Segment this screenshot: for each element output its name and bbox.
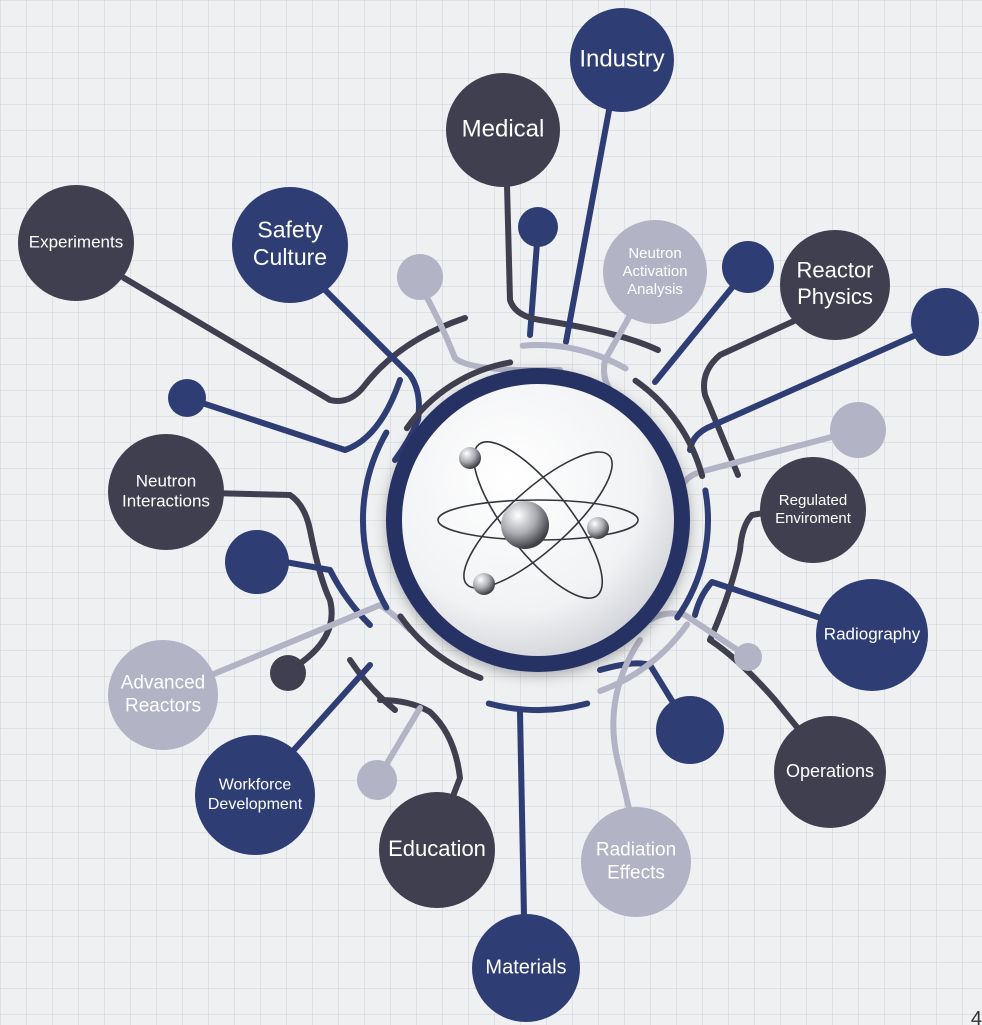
node-circle bbox=[603, 220, 707, 324]
node-label: Industry bbox=[579, 45, 664, 72]
node-radiography: Radiography bbox=[816, 579, 928, 691]
node-label: Radiography bbox=[824, 624, 921, 643]
node-operations: Operations bbox=[774, 716, 886, 828]
terminal-dots bbox=[168, 207, 979, 800]
connector-dot bbox=[830, 402, 886, 458]
node-label: Enviroment bbox=[775, 510, 852, 527]
node-materials: Materials bbox=[472, 914, 580, 1022]
connector-dot bbox=[168, 379, 206, 417]
connector-dot bbox=[270, 655, 306, 691]
node-label: Neutron bbox=[628, 245, 681, 262]
connector-dot bbox=[397, 254, 443, 300]
page-number: 4 bbox=[970, 1008, 982, 1025]
node-label: Experiments bbox=[29, 232, 123, 251]
node-circle bbox=[472, 914, 580, 1022]
node-education: Education bbox=[379, 792, 495, 908]
node-label: Radiation bbox=[596, 840, 676, 861]
node-label: Advanced bbox=[121, 673, 206, 694]
connector-dot bbox=[722, 241, 774, 293]
node-label: Regulated bbox=[779, 492, 847, 509]
connector-dot bbox=[911, 288, 979, 356]
connector-dot bbox=[656, 696, 724, 764]
atom-particles bbox=[459, 447, 609, 595]
connector-dot bbox=[518, 207, 558, 247]
node-industry: Industry bbox=[570, 8, 674, 112]
node-circle bbox=[816, 579, 928, 691]
node-circle bbox=[108, 640, 218, 750]
node-experiments: Experiments bbox=[18, 185, 134, 301]
node-label: Materials bbox=[485, 956, 566, 978]
node-circle bbox=[780, 230, 890, 340]
node-label: Workforce bbox=[219, 777, 292, 794]
node-label: Culture bbox=[253, 244, 327, 270]
node-circle bbox=[774, 716, 886, 828]
node-label: Physics bbox=[797, 284, 873, 309]
node-circle bbox=[232, 187, 348, 303]
node-circle bbox=[195, 735, 315, 855]
node-label: Operations bbox=[786, 761, 874, 781]
node-label: Activation bbox=[622, 263, 687, 280]
node-label: Neutron bbox=[136, 471, 196, 490]
node-circle bbox=[760, 457, 866, 563]
node-label: Safety bbox=[257, 216, 323, 242]
node-circle bbox=[108, 434, 224, 550]
node-circle bbox=[446, 73, 560, 187]
node-label: Medical bbox=[462, 115, 545, 142]
node-label: Interactions bbox=[122, 492, 210, 511]
node-circle bbox=[570, 8, 674, 112]
node-label: Effects bbox=[607, 862, 665, 883]
inner-arcs bbox=[360, 342, 711, 713]
connector-dot bbox=[357, 760, 397, 800]
node-circle bbox=[18, 185, 134, 301]
node-label: Education bbox=[388, 836, 486, 861]
connector-dot bbox=[734, 643, 762, 671]
node-circle bbox=[581, 807, 691, 917]
node-circle bbox=[379, 792, 495, 908]
node-label: Reactors bbox=[125, 695, 201, 716]
node-medical: Medical bbox=[446, 73, 560, 187]
node-label: Development bbox=[208, 796, 303, 813]
node-label: Reactor bbox=[796, 258, 873, 283]
connector-dot bbox=[225, 530, 289, 594]
node-label: Analysis bbox=[627, 281, 683, 298]
